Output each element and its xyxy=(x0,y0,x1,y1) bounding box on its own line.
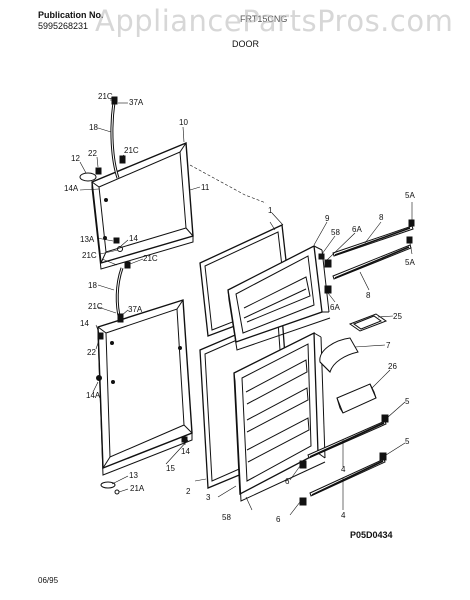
callout: 8 xyxy=(379,213,384,222)
freezer-shelf-bars xyxy=(332,225,414,280)
fresh-food-shelf-bars xyxy=(307,420,387,497)
section-title: DOOR xyxy=(232,39,259,49)
callout: 21A xyxy=(130,484,145,493)
revision-date: 06/95 xyxy=(38,576,59,585)
callout: 15 xyxy=(166,464,175,473)
callout: 1 xyxy=(268,206,273,215)
callout: 18 xyxy=(89,123,98,132)
callout: 25 xyxy=(393,312,402,321)
callout: 12 xyxy=(71,154,80,163)
publication-number: 5995268231 xyxy=(38,21,89,31)
callout: 21C xyxy=(143,254,158,263)
callout: 14A xyxy=(64,184,79,193)
callout: 58 xyxy=(222,513,231,522)
freezer-door-panel xyxy=(91,141,194,270)
model-number: FRT15CNG xyxy=(240,14,288,24)
callout: 2 xyxy=(186,487,191,496)
callout: 4 xyxy=(341,465,346,474)
callout: 14A xyxy=(86,391,101,400)
callout: 6 xyxy=(276,515,281,524)
drawing-code: P05D0434 xyxy=(350,530,393,540)
callout: 4 xyxy=(341,511,346,520)
callout: 13 xyxy=(129,471,138,480)
callout: 37A xyxy=(129,98,144,107)
fresh-food-door-panel xyxy=(97,299,193,476)
callout: 26 xyxy=(388,362,397,371)
freezer-shelf-clips xyxy=(318,219,415,294)
callout: 5A xyxy=(405,191,415,200)
fresh-food-shelf-clips xyxy=(299,414,389,506)
watermark: AppliancePartsPros.com xyxy=(95,4,454,38)
callout: 58 xyxy=(331,228,340,237)
callout: 37A xyxy=(128,305,143,314)
callout: 21C xyxy=(124,146,139,155)
callout: 14 xyxy=(129,234,138,243)
callout: 21C xyxy=(82,251,97,260)
callout: 14 xyxy=(181,447,190,456)
callout: 10 xyxy=(179,118,188,127)
callout: 3 xyxy=(206,493,211,502)
fresh-food-door-handle xyxy=(115,261,131,323)
callout: 6A xyxy=(352,225,362,234)
callout: 9 xyxy=(325,214,330,223)
callout: 22 xyxy=(87,348,96,357)
callout: 21C xyxy=(88,302,103,311)
callout-labels: 21C 37A 18 10 12 22 21C 14A 11 13A 14 21… xyxy=(64,92,415,524)
freezer-door-liner xyxy=(227,244,331,351)
callout: 21C xyxy=(98,92,113,101)
callout: 6 xyxy=(285,477,290,486)
callout: 11 xyxy=(201,183,210,192)
callout: 22 xyxy=(88,149,97,158)
callout: 18 xyxy=(88,281,97,290)
publication-label: Publication No. xyxy=(38,10,104,20)
freezer-leader-lines xyxy=(79,99,267,255)
callout: 14 xyxy=(80,319,89,328)
callout: 6A xyxy=(330,303,340,312)
callout: 5 xyxy=(405,397,410,406)
dairy-door-cover xyxy=(319,337,359,373)
callout: 5A xyxy=(405,258,415,267)
freezer-door-handle xyxy=(110,96,126,179)
right-leader-lines xyxy=(217,202,413,516)
callout: 7 xyxy=(386,341,391,350)
door-shelf-bin xyxy=(336,383,377,414)
freezer-hinge-parts xyxy=(79,167,123,252)
callout: 5 xyxy=(405,437,410,446)
callout: 13A xyxy=(80,235,95,244)
callout: 8 xyxy=(366,291,371,300)
dairy-compartment xyxy=(348,313,388,332)
fresh-food-hinge-parts xyxy=(96,332,188,495)
fresh-food-leader-lines xyxy=(92,258,189,493)
